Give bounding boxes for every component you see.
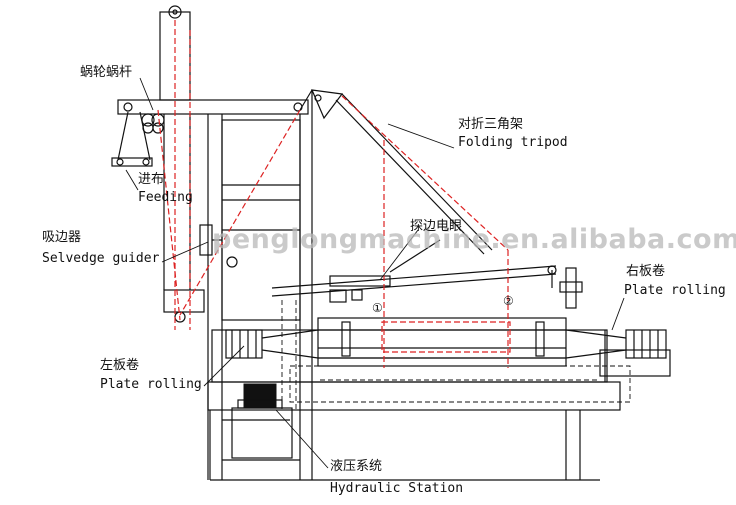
marker-1: ① — [372, 301, 383, 315]
leader-lines — [125, 77, 625, 469]
hidden-lines — [281, 300, 631, 410]
worm-gear-assembly — [111, 111, 165, 167]
marker-2: ② — [503, 294, 514, 308]
label-left-roll-cn: 左板卷 — [100, 357, 139, 373]
label-folding-tripod-en: Folding tripod — [458, 135, 568, 150]
label-feeding-en: Feeding — [138, 190, 193, 205]
watermark: penglongmachine.en.alibaba.com — [212, 224, 736, 255]
label-folding-tripod-cn: 对折三角架 — [458, 117, 523, 132]
label-selvedge-en: Selvedge guider — [42, 251, 160, 266]
right-plate-roll — [625, 329, 667, 359]
label-right-roll-cn: 右板卷 — [626, 263, 665, 279]
fabric-path — [157, 20, 511, 368]
label-hydraulic-cn: 液压系统 — [330, 459, 382, 474]
label-left-roll-en: Plate rolling — [100, 377, 202, 392]
folding-tripod — [299, 89, 493, 255]
selvedge-guider-device — [199, 224, 238, 268]
label-edge-probe-cn: 探边电眼 — [410, 219, 462, 234]
left-plate-roll — [225, 329, 263, 359]
label-hydraulic-en: Hydraulic Station — [330, 481, 463, 496]
edge-probe-bar — [271, 239, 583, 309]
label-selvedge-cn: 吸边器 — [42, 230, 81, 245]
label-feeding-cn: 进布 — [138, 172, 164, 187]
label-worm-gear: 蜗轮蜗杆 — [80, 64, 132, 80]
hydraulic-station — [231, 383, 293, 459]
roller-assembly — [261, 317, 627, 367]
label-right-roll-en: Plate rolling — [624, 283, 726, 298]
